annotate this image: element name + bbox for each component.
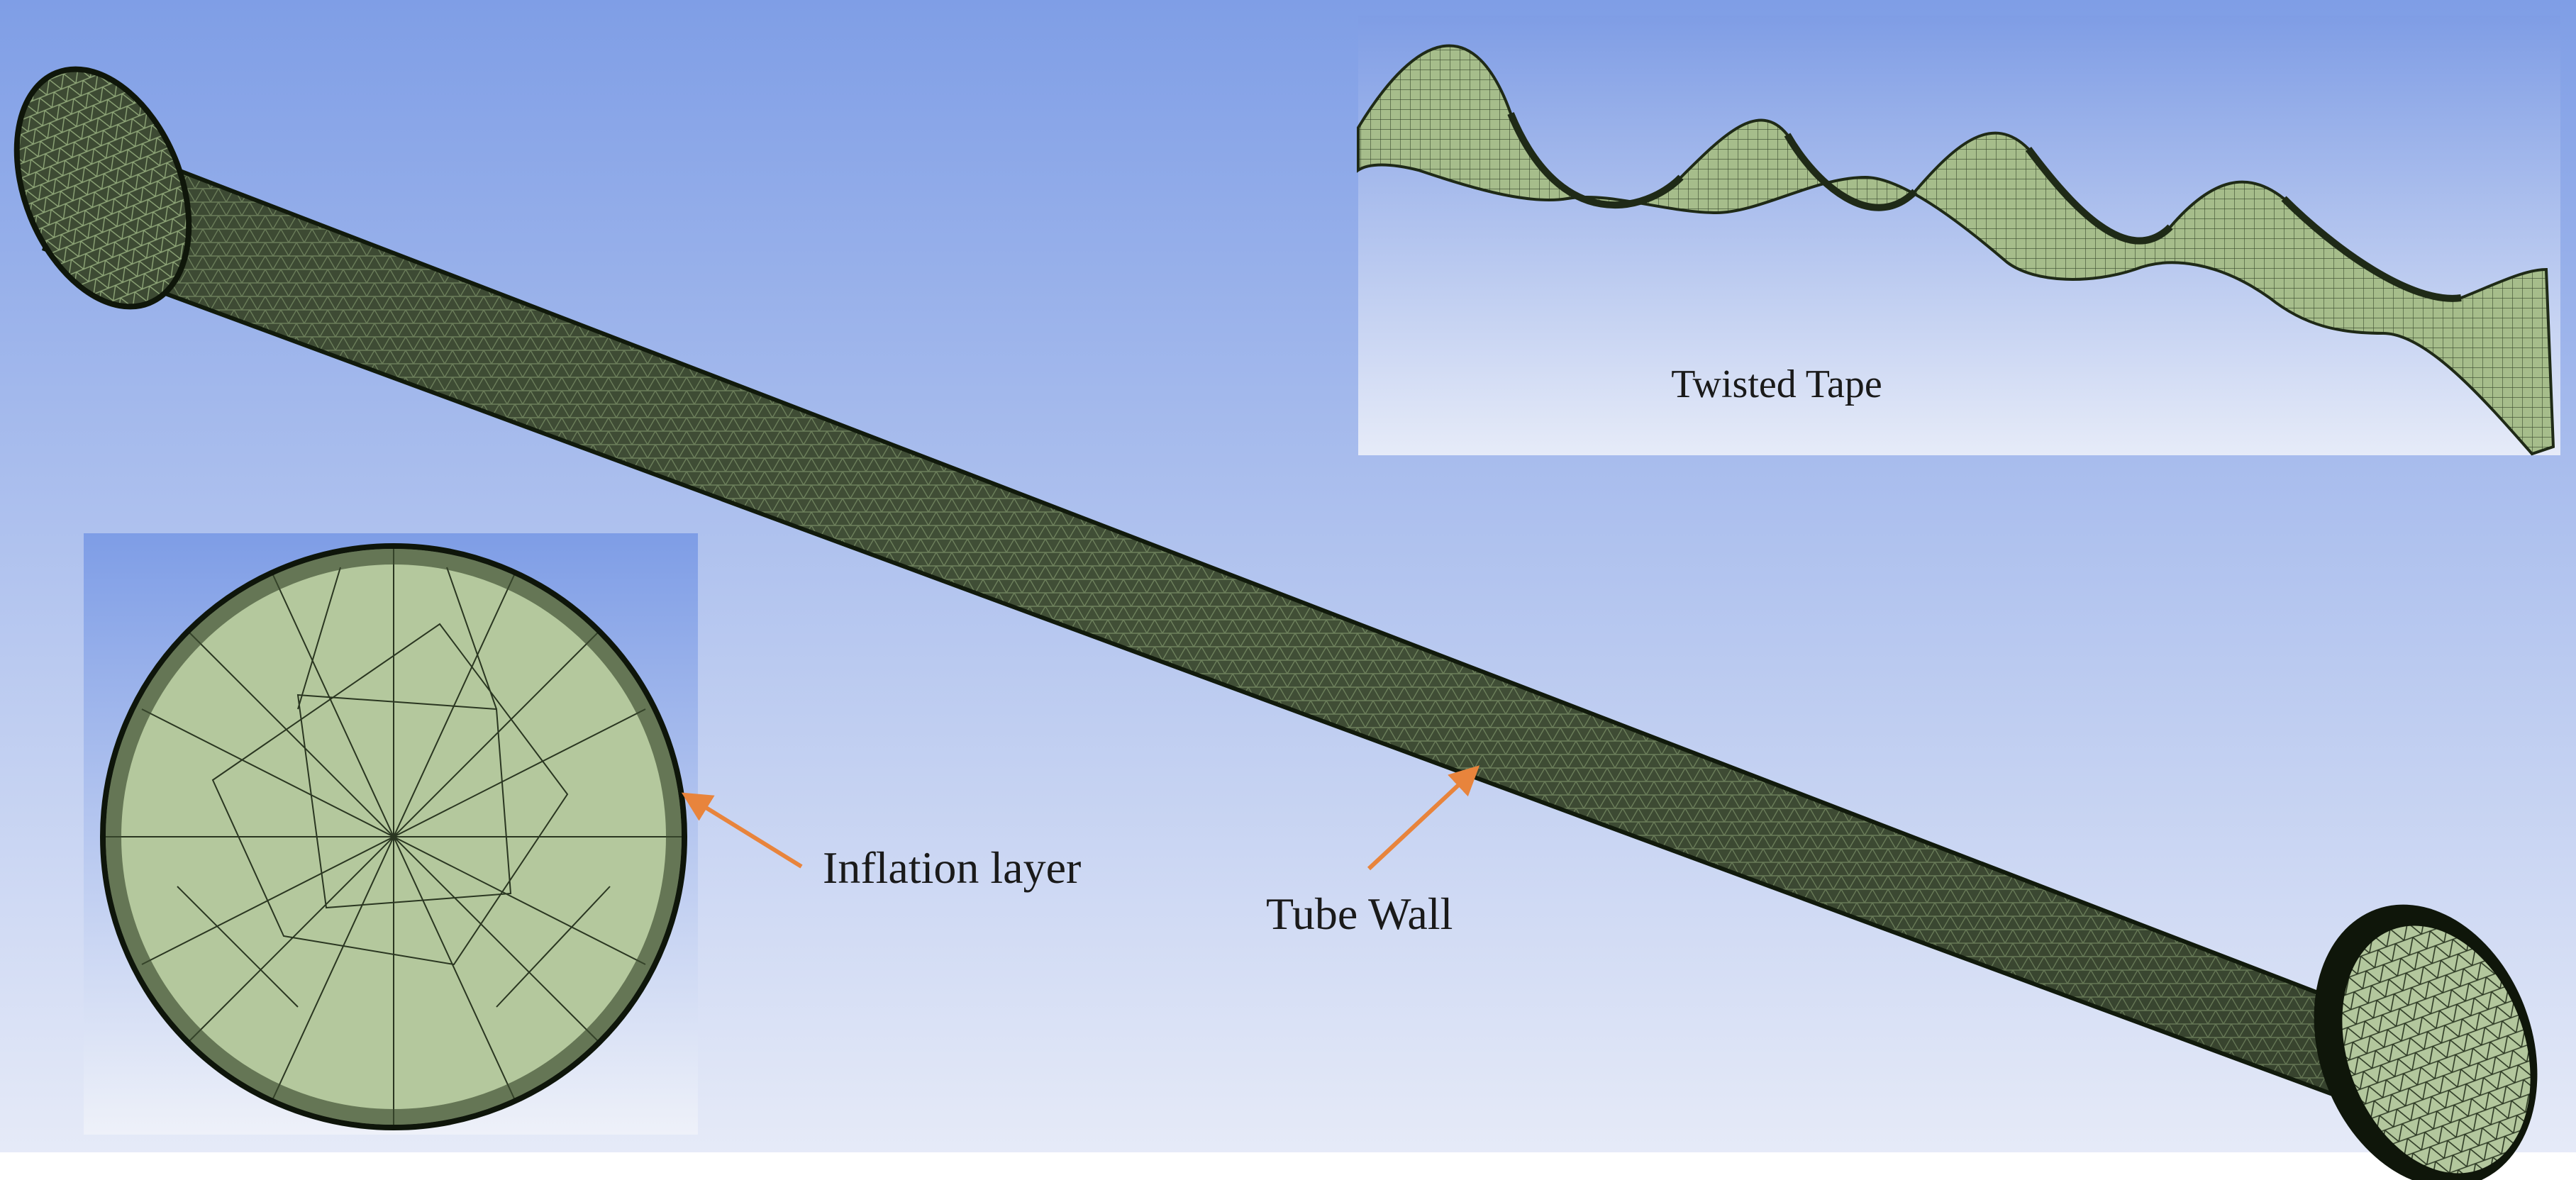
inflation-layer-ring [106,549,682,1125]
twisted-tape-label: Twisted Tape [1671,362,1882,406]
inflation-layer-label: Inflation layer [823,842,1081,893]
inflation-layer-arrow [681,792,803,869]
cross-section-mesh [100,543,687,1130]
tube-end-face [2314,904,2538,1180]
twisted-tape-inset: Twisted Tape [1357,16,2560,456]
cross-section-inset [84,533,698,1135]
tube-wall-arrow [1367,765,1480,871]
tube-wall-mesh [13,66,2463,1144]
twisted-tape-mesh [1357,44,2555,456]
tube-wall-label: Tube Wall [1266,889,1453,939]
